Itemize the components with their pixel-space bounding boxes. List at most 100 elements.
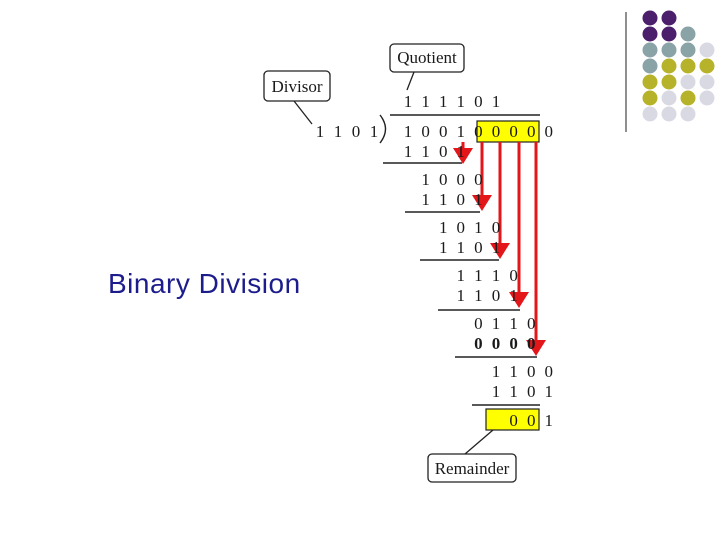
dividend-digit: 0 (527, 122, 536, 141)
dividend-digit: 1 (457, 122, 466, 141)
divisor-callout: Divisor (264, 71, 330, 124)
decor-dot (643, 11, 658, 26)
decor-dot (681, 27, 696, 42)
partial-remainder-digit: 0 (527, 362, 536, 381)
decor-dot (662, 11, 677, 26)
decor-dot (643, 59, 658, 74)
partial-remainder-digit: 1 (492, 314, 501, 333)
partial-remainder-digit: 0 (545, 362, 554, 381)
partial-remainder-digit: 0 (527, 314, 536, 333)
quotient-digit: 1 (404, 92, 413, 111)
decor-dot (643, 27, 658, 42)
decor-dot (662, 43, 677, 58)
subtrahend-digit: 1 (457, 286, 466, 305)
dividend-digit: 0 (474, 122, 483, 141)
partial-remainder-digit: 1 (474, 266, 483, 285)
quotient-digit: 1 (439, 92, 448, 111)
decor-dot (643, 107, 658, 122)
subtrahend-digit: 1 (492, 382, 501, 401)
subtrahend-digit: 0 (492, 286, 501, 305)
dividend-digit: 1 (404, 122, 413, 141)
divisor-digit: 1 (334, 122, 343, 141)
quotient-digit: 1 (457, 92, 466, 111)
decor-dot (700, 59, 715, 74)
divisor-digit: 1 (316, 122, 325, 141)
subtrahend-digit: 0 (474, 334, 483, 353)
decor-dot (662, 59, 677, 74)
partial-remainder-digit: 0 (439, 170, 448, 189)
divisor-label: Divisor (272, 77, 323, 96)
quotient-digit: 0 (474, 92, 483, 111)
partial-remainder-digit: 1 (509, 362, 518, 381)
subtrahend-digit: 1 (492, 238, 501, 257)
decor-dot (643, 43, 658, 58)
subtrahend-digit: 1 (509, 382, 518, 401)
partial-remainder-digit: 0 (474, 314, 483, 333)
division-digits: 1111011101100100000110110001101101011011… (316, 92, 553, 430)
subtrahend-digit: 1 (404, 142, 413, 161)
partial-remainder-digit: 1 (492, 362, 501, 381)
remainder-digit: 1 (545, 411, 554, 430)
subtrahend-digit: 0 (492, 334, 501, 353)
partial-remainder-digit: 1 (492, 266, 501, 285)
decor-dot (681, 91, 696, 106)
subtrahend-digit: 1 (457, 142, 466, 161)
dividend-digit: 0 (509, 122, 518, 141)
quotient-label: Quotient (397, 48, 457, 67)
decor-dot (700, 75, 715, 90)
subtrahend-digit: 0 (457, 190, 466, 209)
decor-dot (681, 107, 696, 122)
partial-remainder-digit: 1 (474, 218, 483, 237)
remainder-digit: 0 (509, 411, 518, 430)
subtrahend-digit: 0 (439, 142, 448, 161)
remainder-callout: Remainder (428, 430, 516, 482)
decor-dot (662, 75, 677, 90)
dividend-digit: 0 (545, 122, 554, 141)
decor-dot (643, 91, 658, 106)
partial-remainder-digit: 1 (421, 170, 430, 189)
subtrahend-digit: 0 (527, 334, 536, 353)
subtrahend-digit: 1 (509, 286, 518, 305)
subtrahend-digit: 1 (439, 238, 448, 257)
decor-dot (662, 91, 677, 106)
subtrahend-digit: 1 (474, 286, 483, 305)
subtrahend-digit: 1 (421, 142, 430, 161)
decor-dot (700, 91, 715, 106)
decor-dot (662, 27, 677, 42)
subtrahend-digit: 1 (421, 190, 430, 209)
decor-dot (700, 43, 715, 58)
decor-dot (681, 43, 696, 58)
decor-dot (681, 75, 696, 90)
partial-remainder-digit: 0 (492, 218, 501, 237)
dividend-digit: 0 (492, 122, 501, 141)
remainder-label: Remainder (435, 459, 510, 478)
partial-remainder-digit: 0 (474, 170, 483, 189)
quotient-digit: 1 (492, 92, 501, 111)
decor-dot (681, 59, 696, 74)
subtrahend-digit: 1 (439, 190, 448, 209)
partial-remainder-digit: 1 (509, 314, 518, 333)
decor-dot (662, 107, 677, 122)
subtrahend-digit: 0 (527, 382, 536, 401)
subtrahend-digit: 1 (457, 238, 466, 257)
subtrahend-digit: 1 (545, 382, 554, 401)
subtrahend-digit: 0 (509, 334, 518, 353)
divisor-digit: 0 (352, 122, 361, 141)
decorative-dot-grid (643, 11, 715, 122)
dividend-digit: 0 (421, 122, 430, 141)
subtrahend-digit: 1 (474, 190, 483, 209)
remainder-digit: 0 (527, 411, 536, 430)
partial-remainder-digit: 1 (439, 218, 448, 237)
quotient-digit: 1 (421, 92, 430, 111)
dividend-digit: 0 (439, 122, 448, 141)
partial-remainder-digit: 0 (509, 266, 518, 285)
decor-dot (643, 75, 658, 90)
partial-remainder-digit: 0 (457, 218, 466, 237)
quotient-callout: Quotient (390, 44, 464, 90)
subtrahend-digit: 0 (474, 238, 483, 257)
partial-remainder-digit: 0 (457, 170, 466, 189)
division-bracket (380, 115, 386, 143)
divisor-digit: 1 (370, 122, 379, 141)
